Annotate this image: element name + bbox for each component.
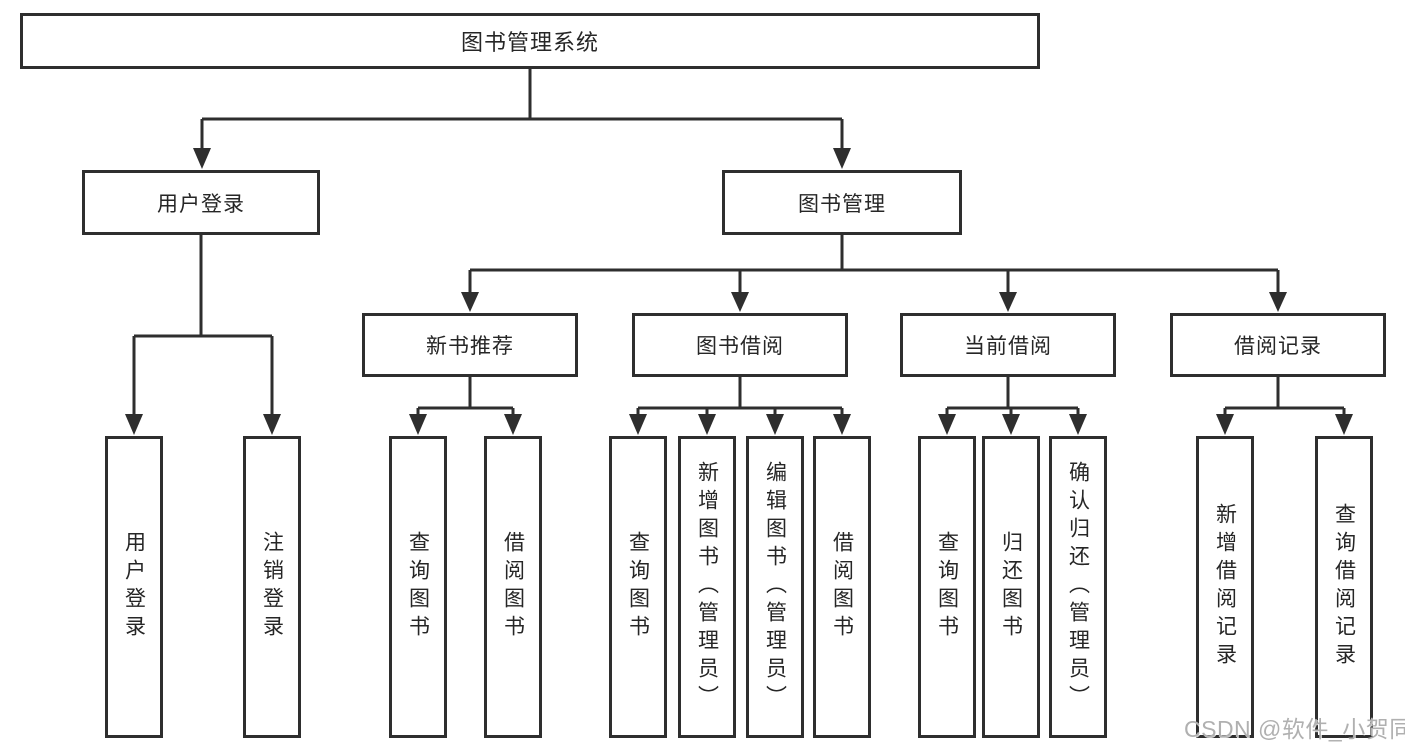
node-user-login: 用户登录 <box>82 170 320 235</box>
node-logout: 注销登录 <box>243 436 301 738</box>
node-rec-query-books: 查询图书 <box>389 436 447 738</box>
node-bb-borrow-books: 借阅图书 <box>813 436 871 738</box>
node-cb-confirm-return-admin: 确认归还（管理员） <box>1049 436 1107 738</box>
node-login: 用户登录 <box>105 436 163 738</box>
node-cb-query-books: 查询图书 <box>918 436 976 738</box>
node-root: 图书管理系统 <box>20 13 1040 69</box>
node-current-borrow: 当前借阅 <box>900 313 1116 377</box>
node-book-borrow: 图书借阅 <box>632 313 848 377</box>
node-new-book-rec: 新书推荐 <box>362 313 578 377</box>
node-rec-borrow-books: 借阅图书 <box>484 436 542 738</box>
node-bb-add-books-admin: 新增图书（管理员） <box>678 436 736 738</box>
node-br-add-record: 新增借阅记录 <box>1196 436 1254 738</box>
node-br-query-record: 查询借阅记录 <box>1315 436 1373 738</box>
node-bb-query-books: 查询图书 <box>609 436 667 738</box>
node-bb-edit-books-admin: 编辑图书（管理员） <box>746 436 804 738</box>
csdn-watermark: CSDN @软件_小贺同学 <box>1184 716 1405 742</box>
node-book-mgmt: 图书管理 <box>722 170 962 235</box>
node-cb-return-books: 归还图书 <box>982 436 1040 738</box>
node-borrow-records: 借阅记录 <box>1170 313 1386 377</box>
